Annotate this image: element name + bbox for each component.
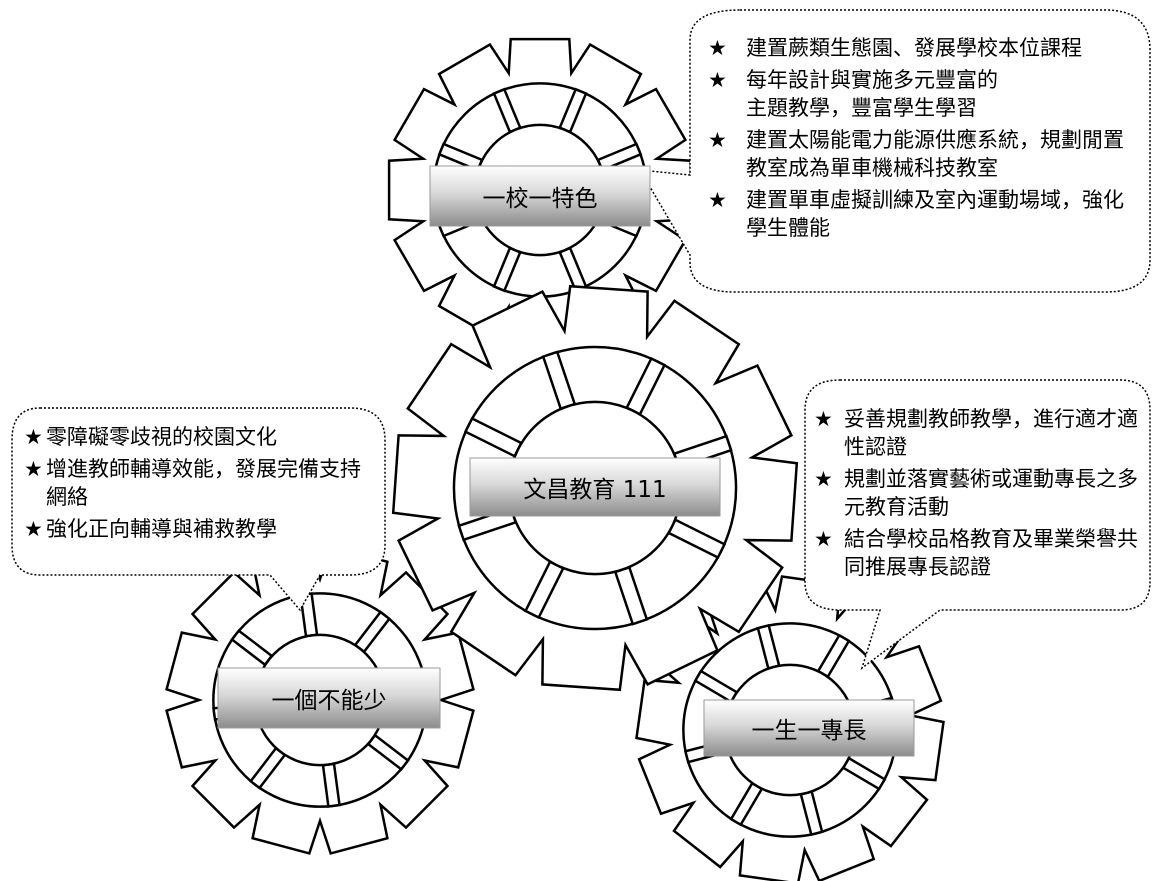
star-icon: ★ [24, 517, 43, 541]
center-gear-label: 文昌教育 111 [523, 477, 667, 503]
bubble-right: ★ 妥善規劃教師教學，進行適才適性認證 ★ 規劃並落實藝術或運動專長之多元教育活… [814, 405, 1150, 585]
bubble-left-item: ★ 增進教師輔導效能，發展完備支持網絡 [24, 457, 361, 509]
center-gear-plate [469, 457, 721, 517]
star-icon: ★ [708, 188, 727, 212]
star-icon: ★ [814, 467, 833, 491]
star-icon: ★ [24, 425, 43, 449]
bubble-left-item: ★ 強化正向輔導與補救教學 [24, 517, 277, 541]
bubble-right-shape [804, 379, 1151, 670]
gear-left-plate [217, 667, 441, 729]
star-icon: ★ [814, 407, 833, 431]
bubble-top-item: ★ 建置蕨類生態園、發展學校本位課程 [708, 36, 1082, 60]
bubble-top: ★ 建置蕨類生態園、發展學校本位課程 ★ 每年設計與實施多元豐富的主題教學，豐富… [708, 34, 1128, 246]
gear-top-plate [429, 165, 651, 227]
gear-top-label: 一校一特色 [482, 186, 598, 212]
bubble-left: ★ 零障礙零歧視的校園文化 ★ 增進教師輔導效能，發展完備支持網絡 ★ 強化正向… [24, 423, 372, 547]
star-icon: ★ [814, 527, 833, 551]
bubble-left-shape [11, 407, 386, 612]
bubble-top-item: ★ 建置太陽能電力能源供應系統，規劃閒置教室成為單車機械科技教室 [708, 128, 1124, 180]
star-icon: ★ [24, 457, 43, 481]
bubble-top-item: ★ 每年設計與實施多元豐富的主題教學，豐富學生學習 [708, 68, 998, 120]
bubble-top-item: ★ 建置單車虛擬訓練及室內運動場域，強化學生體能 [708, 188, 1124, 240]
bubble-left-item: ★ 零障礙零歧視的校園文化 [24, 425, 277, 449]
bubble-top-shape [638, 9, 1151, 293]
gear-right-plate [703, 699, 915, 757]
bubble-right-item: ★ 妥善規劃教師教學，進行適才適性認證 [814, 407, 1138, 459]
bubble-right-item: ★ 結合學校品格教育及畢業榮譽共同推展專長認證 [814, 527, 1138, 579]
star-icon: ★ [708, 128, 727, 152]
star-icon: ★ [708, 36, 727, 60]
gear-left-label: 一個不能少 [271, 688, 387, 714]
star-icon: ★ [708, 68, 727, 92]
bubble-right-item: ★ 規劃並落實藝術或運動專長之多元教育活動 [814, 467, 1138, 519]
gear-right-label: 一生一專長 [751, 718, 867, 744]
